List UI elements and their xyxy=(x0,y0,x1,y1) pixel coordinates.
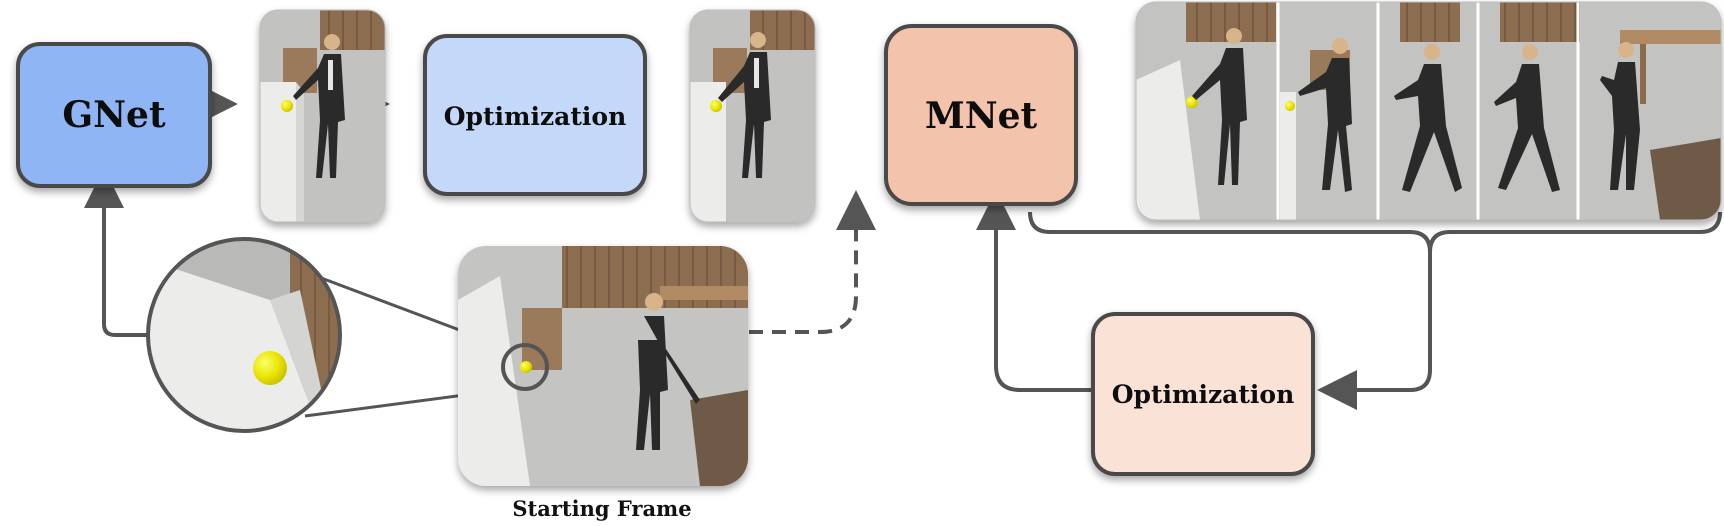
gnet-label: GNet xyxy=(62,94,166,136)
optimization-bottom-label: Optimization xyxy=(1112,380,1295,409)
starting-frame xyxy=(458,246,748,486)
arrow-zoom-to-gnet xyxy=(84,168,150,337)
sequence-frame-5 xyxy=(1600,30,1721,220)
sequence-frame-2 xyxy=(1280,38,1352,220)
ball-icon xyxy=(253,351,287,385)
zoom-lens xyxy=(146,237,342,433)
frame-gnet-output xyxy=(259,9,386,223)
ball-icon xyxy=(710,100,722,112)
ball-icon xyxy=(281,100,293,112)
optimization-top-label: Optimization xyxy=(444,102,627,131)
arrow-start-frame-to-mnet xyxy=(680,190,876,334)
connectors xyxy=(84,84,1722,410)
human-figure-icon xyxy=(636,293,700,450)
ball-icon xyxy=(520,361,532,373)
motion-sequence xyxy=(1135,1,1722,221)
arrow-optimization-to-mnet xyxy=(976,190,1093,392)
human-figure-icon xyxy=(718,32,771,178)
frame-optimization-output xyxy=(689,9,816,223)
gnet-block[interactable]: GNet xyxy=(16,42,212,188)
optimization-bottom-block[interactable]: Optimization xyxy=(1091,312,1315,476)
optimization-top-block[interactable]: Optimization xyxy=(423,34,647,196)
sequence-frame-4 xyxy=(1494,2,1580,192)
mnet-block[interactable]: MNet xyxy=(884,24,1078,206)
starting-frame-caption: Starting Frame xyxy=(512,496,691,521)
sequence-frame-3 xyxy=(1394,2,1462,192)
sequence-frame-1 xyxy=(1136,2,1276,220)
mnet-label: MNet xyxy=(925,95,1038,137)
arrow-bracket-to-optimization xyxy=(1317,252,1432,410)
human-figure-icon xyxy=(293,34,345,178)
